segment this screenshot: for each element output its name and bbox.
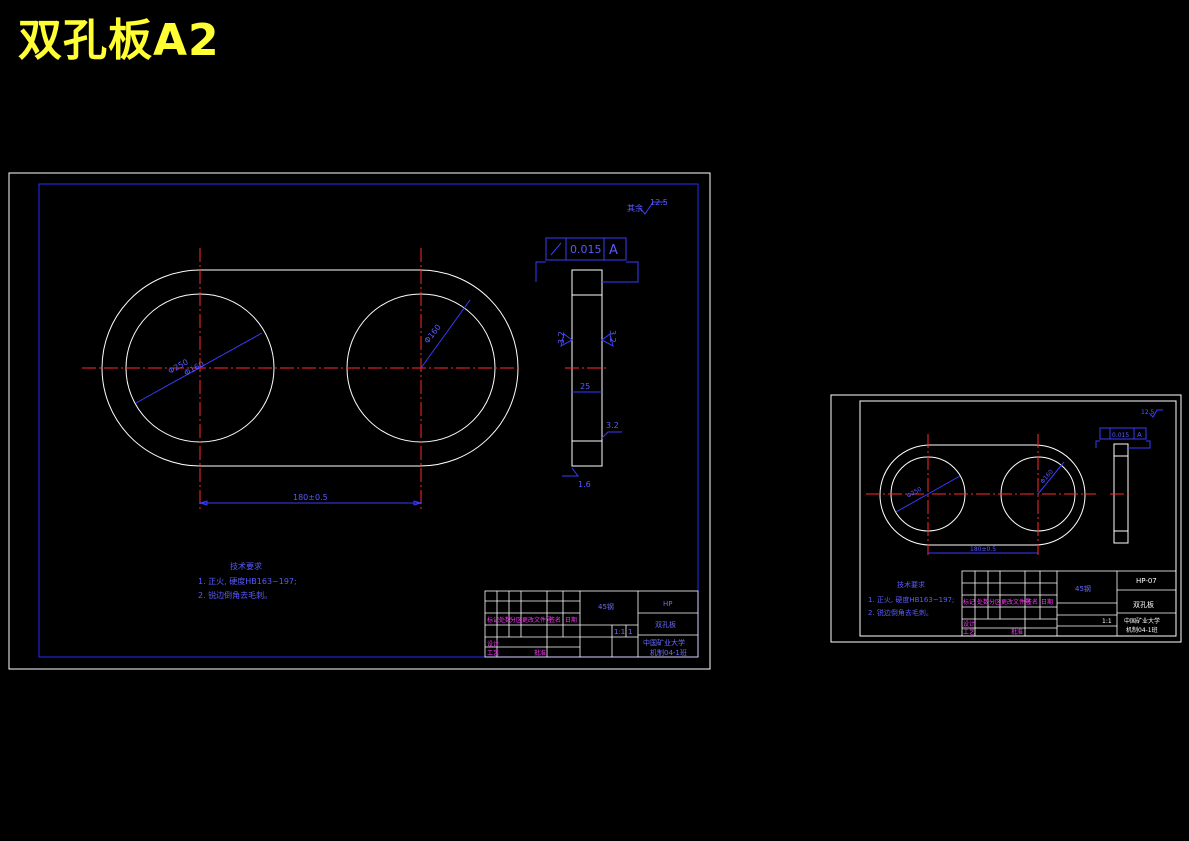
- plate-outline: [101, 269, 519, 467]
- svg-text:日期: 日期: [565, 616, 577, 624]
- roughness-bottom: 3.2: [606, 421, 619, 430]
- tb-small-code: HP-07: [1136, 577, 1157, 585]
- tb-school: 中国矿业大学: [643, 638, 685, 647]
- svg-text:1. 正火, 硬度HB163~197;: 1. 正火, 硬度HB163~197;: [868, 595, 954, 604]
- tolerance-box: [545, 237, 627, 261]
- technical-notes-small: 技术要求 1. 正火, 硬度HB163~197; 2. 锐边倒角去毛刺。: [868, 580, 954, 617]
- svg-text:分区: 分区: [510, 616, 522, 624]
- roughness-side-right: 3.2: [608, 330, 617, 343]
- sheet-large-border: [38, 183, 699, 658]
- tb-part-name: 双孔板: [655, 620, 676, 629]
- svg-text:技术要求: 技术要求: [897, 580, 925, 589]
- svg-text:日期: 日期: [1041, 598, 1053, 606]
- side-view-small: 0.015 A: [1095, 427, 1151, 544]
- svg-text:更改文件号: 更改文件号: [522, 616, 552, 624]
- roughness-symbol-top: 其余 12.5: [627, 198, 668, 215]
- svg-text:设计: 设计: [487, 640, 499, 648]
- svg-text:标记: 标记: [487, 616, 499, 624]
- tolerance-small-datum: A: [1137, 431, 1142, 439]
- front-view: Φ250 Φ160 Φ160 180±0.5: [82, 248, 520, 510]
- drawing-title: 双孔板A2: [18, 15, 220, 66]
- title-block-large: 标记 处数 分区 更改文件号 签名 日期 设计 工艺 批准 45钢 HP 双孔板…: [484, 590, 699, 658]
- sheet-large-frame: [8, 172, 711, 670]
- sheet-small[interactable]: 12.5 Φ250 Φ160 180±0.5 0.015: [830, 394, 1182, 643]
- tb-code: HP: [663, 600, 673, 608]
- svg-text:签名: 签名: [1026, 598, 1038, 606]
- sheet-large[interactable]: 其余 12.5 Φ250 Φ160 Φ160 180±0.5: [8, 172, 711, 670]
- tolerance-datum: A: [609, 243, 618, 258]
- notes-heading: 技术要求: [230, 561, 262, 571]
- roughness-lower: 1.6: [578, 480, 591, 489]
- roughness-symbol-top-small: 12.5: [1141, 409, 1163, 418]
- tb-small-school: 中国矿业大学: [1124, 617, 1160, 625]
- svg-text:2. 锐边倒角去毛刺。: 2. 锐边倒角去毛刺。: [868, 608, 933, 617]
- dim-center-distance: 180±0.5: [293, 493, 328, 502]
- roughness-side-left: 3.2: [557, 331, 566, 344]
- svg-text:处数: 处数: [499, 616, 511, 624]
- side-view: 0.015 A 3.2 3.2 25 3.2 1.6: [535, 237, 639, 489]
- svg-text:签名: 签名: [549, 616, 561, 624]
- tb-small-class: 机制04-1班: [1126, 626, 1158, 634]
- tb-small-scale: 1:1: [1102, 618, 1112, 625]
- sheet-small-frame: [830, 394, 1182, 643]
- svg-text:批准: 批准: [1011, 628, 1023, 636]
- side-hatch-bottom: [571, 440, 603, 467]
- tb-small-material: 45钢: [1075, 584, 1091, 593]
- notes-line1: 1. 正火, 硬度HB163~197;: [198, 576, 297, 586]
- technical-notes: 技术要求 1. 正火, 硬度HB163~197; 2. 锐边倒角去毛刺。: [198, 561, 297, 600]
- front-view-small: Φ250 Φ160 180±0.5: [866, 434, 1096, 555]
- svg-text:工艺: 工艺: [487, 649, 499, 657]
- leader-right-dia: [420, 299, 471, 369]
- tb-material: 45钢: [598, 602, 614, 611]
- svg-text:更改文件号: 更改文件号: [1001, 598, 1031, 606]
- svg-text:分区: 分区: [989, 598, 1001, 606]
- roughness-top-small: 12.5: [1141, 409, 1155, 416]
- title-block-small: 标记 处数 分区 更改文件号 签名 日期 设计 工艺 批准 45钢 HP-07 …: [961, 570, 1177, 637]
- dim-small-center-distance: 180±0.5: [970, 546, 996, 553]
- side-hatch-top: [571, 269, 603, 296]
- tolerance-small-value: 0.015: [1112, 432, 1129, 439]
- roughness-top-value: 12.5: [650, 198, 668, 207]
- roughness-other-label: 其余: [627, 203, 643, 213]
- tb-scale: 1:1: [614, 628, 625, 636]
- leader-left-dia: [135, 332, 263, 404]
- svg-text:工艺: 工艺: [963, 628, 975, 636]
- dim-thickness: 25: [580, 382, 590, 391]
- tb-class: 机制04-1班: [650, 648, 687, 657]
- svg-text:处数: 处数: [977, 598, 989, 606]
- svg-text:标记: 标记: [963, 598, 975, 606]
- notes-line2: 2. 锐边倒角去毛刺。: [198, 590, 272, 600]
- tb-sheet: 1: [628, 628, 632, 636]
- svg-text:设计: 设计: [963, 620, 975, 628]
- tolerance-leader: [535, 261, 639, 283]
- svg-text:批准: 批准: [534, 649, 546, 657]
- tolerance-value: 0.015: [570, 243, 602, 256]
- tb-small-part-name: 双孔板: [1133, 600, 1154, 609]
